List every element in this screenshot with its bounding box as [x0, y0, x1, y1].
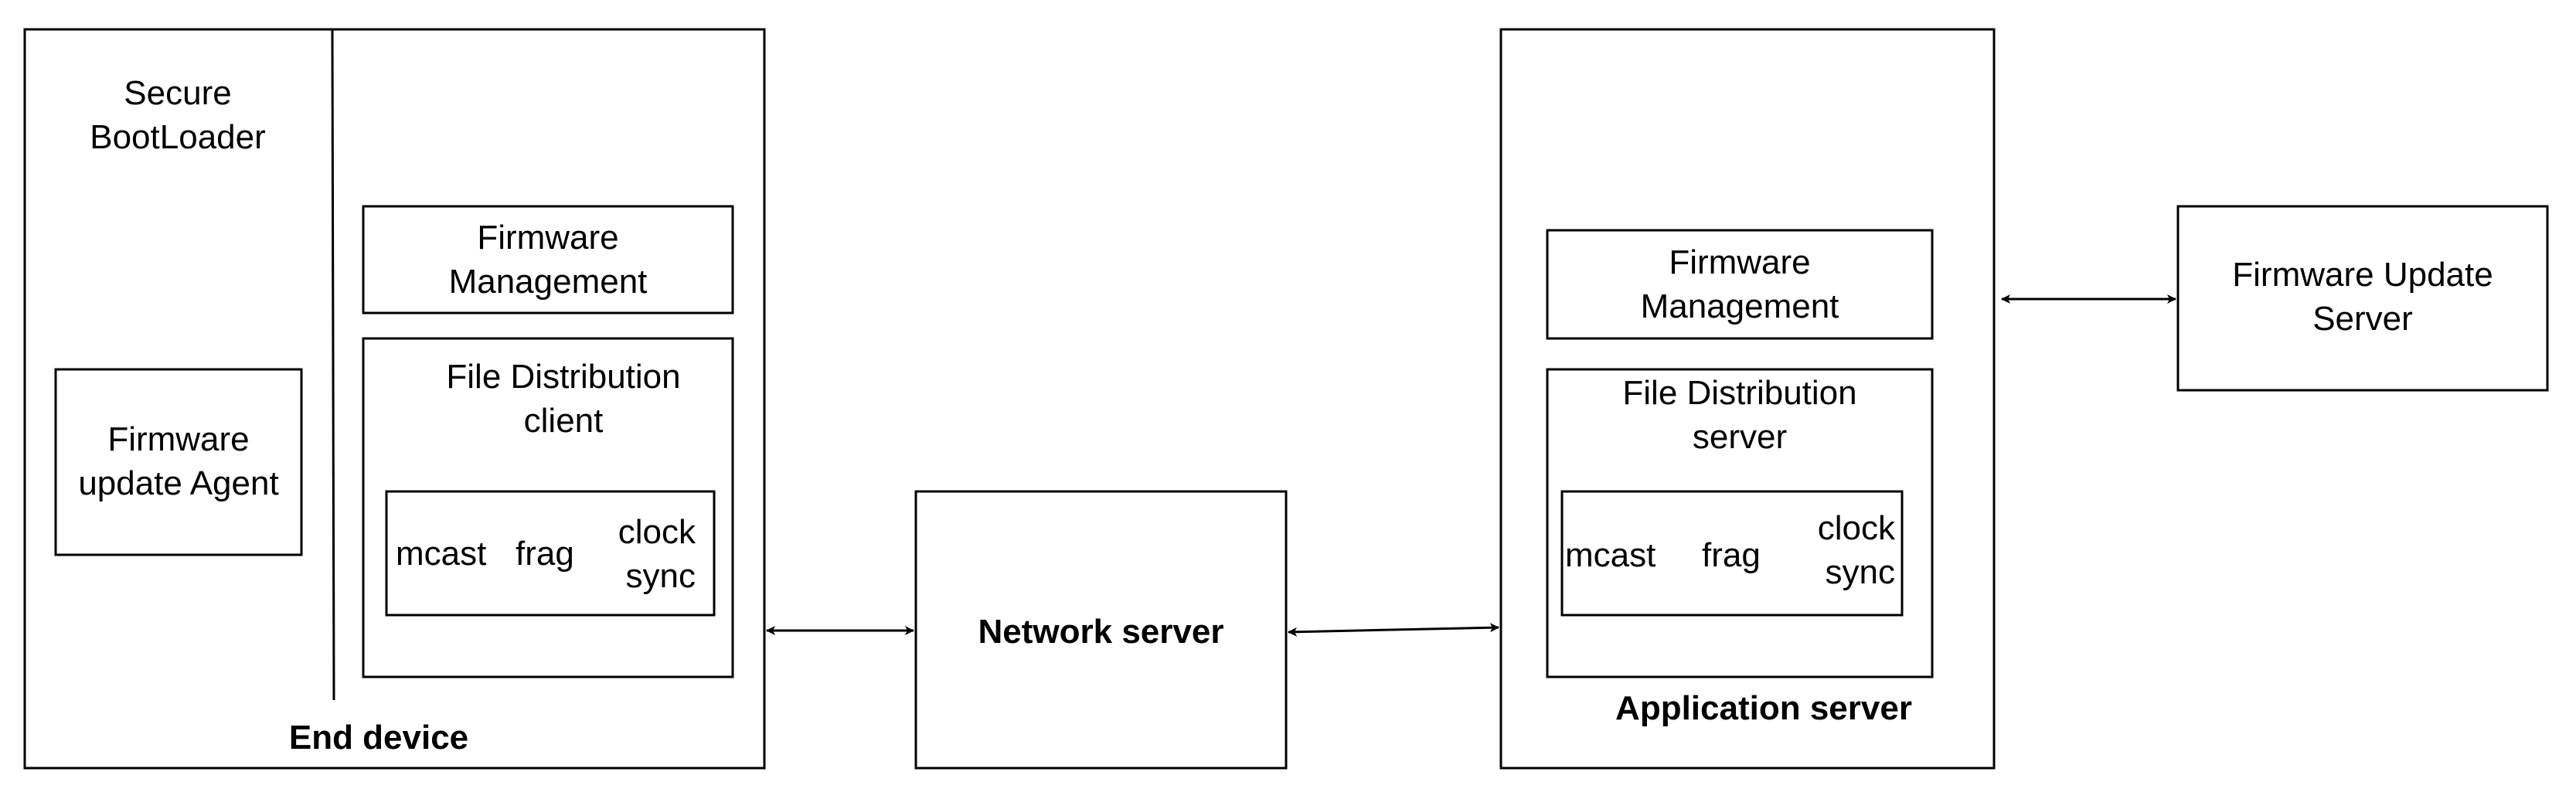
end-device-mcast-label: mcast: [396, 535, 487, 573]
end-device-clock-sync-label: clock sync: [618, 513, 696, 595]
firmware-update-server-box: [2176, 205, 2549, 392]
app-server-packages-box: [1560, 490, 1904, 617]
end-device-firmware-management-label: Firmware Management: [448, 219, 648, 301]
firmware-update-agent-label: Firmware update Agent: [78, 420, 279, 502]
end-device-file-distribution-box: [362, 337, 734, 678]
end-device-frag-label: frag: [516, 535, 574, 573]
end-device-label: End device: [288, 719, 469, 756]
end-device-box: [23, 28, 766, 770]
network-server-box: [914, 490, 1288, 770]
end-device-firmware-agent-box: [54, 368, 303, 556]
app-server-frag-label: frag: [1702, 536, 1761, 574]
end-device-firmware-management-box: [362, 205, 734, 314]
file-distribution-client-label: File Distribution client: [446, 358, 681, 440]
end-device-packages-box: [385, 490, 716, 617]
application-server-box: [1499, 28, 1996, 770]
network-server-label: Network server: [978, 613, 1224, 651]
app-server-clock-sync-label: clock sync: [1817, 509, 1895, 591]
app-server-firmware-management-label: Firmware Management: [1640, 243, 1839, 325]
connector-network-application: [1288, 623, 1499, 637]
application-server-label: Application server: [1615, 689, 1912, 727]
app-server-mcast-label: mcast: [1565, 536, 1656, 574]
app-server-file-distribution-box: [1546, 368, 1934, 678]
file-distribution-server-label: File Distribution server: [1622, 374, 1857, 456]
app-server-firmware-management-box: [1546, 229, 1934, 340]
secure-bootloader-label: Secure BootLoader: [90, 74, 266, 156]
end-device-divider: [331, 29, 335, 701]
firmware-update-server-label: Firmware Update Server: [2232, 256, 2493, 338]
